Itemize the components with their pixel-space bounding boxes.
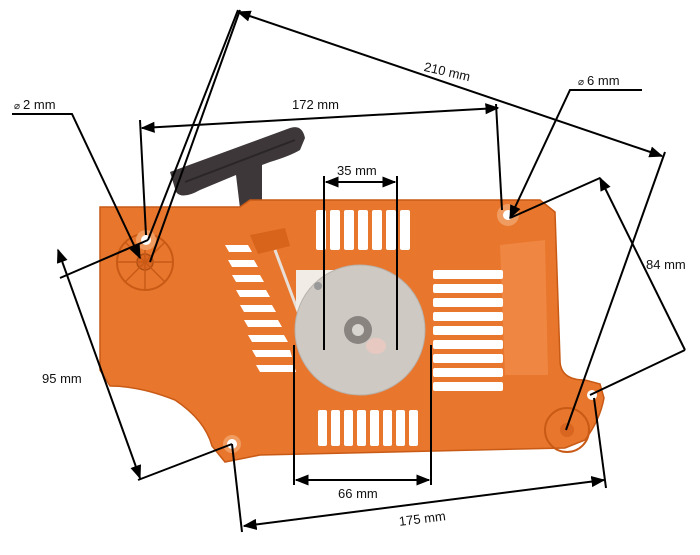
dimension-label-66mm: 66 mm: [338, 486, 378, 501]
dimension-value: 6 mm: [587, 73, 620, 88]
dimension-label-84mm: 84 mm: [646, 257, 686, 272]
dimension-label-hole-2mm: ⌀2 mm: [14, 97, 56, 112]
recoil-pulley: [294, 264, 426, 396]
diameter-icon: ⌀: [14, 101, 21, 112]
dimension-value: 2 mm: [23, 97, 56, 112]
dimension-label-35mm: 35 mm: [337, 163, 377, 178]
dimension-lines: [12, 9, 686, 533]
dimension-label-hole-6mm: ⌀6 mm: [578, 73, 620, 88]
dimension-label-95mm: 95 mm: [42, 371, 82, 386]
diameter-icon: ⌀: [578, 77, 585, 88]
dimension-label-172mm: 172 mm: [292, 97, 339, 112]
